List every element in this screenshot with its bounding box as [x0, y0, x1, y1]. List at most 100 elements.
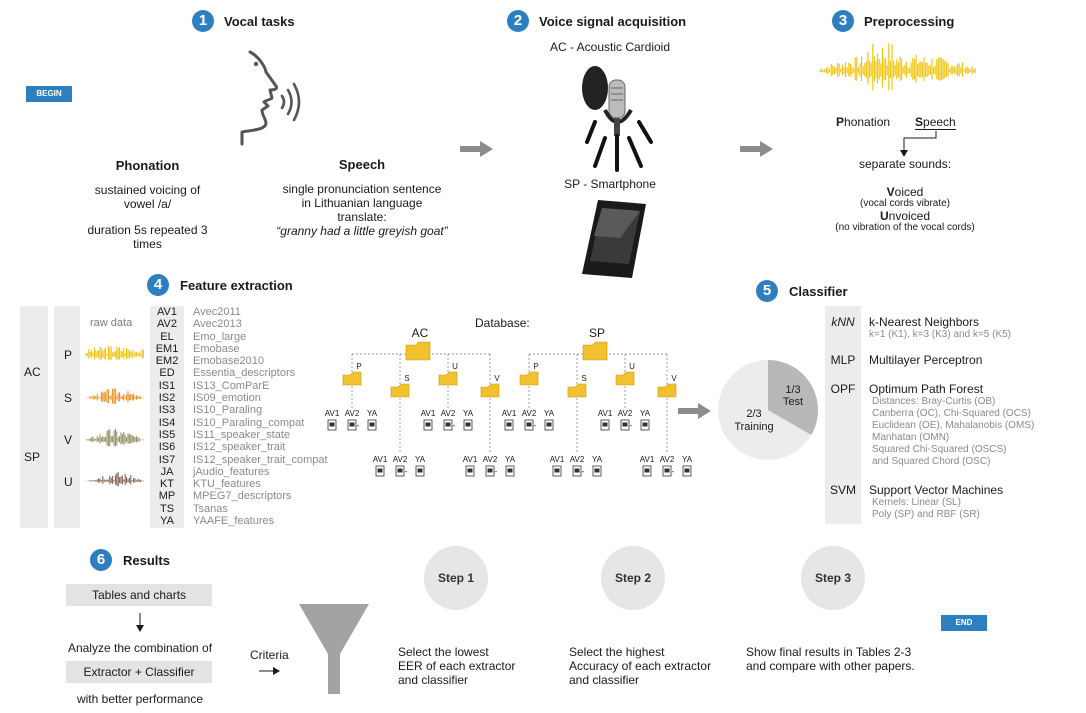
section-2-title: Voice signal acquisition: [539, 14, 687, 29]
criteria-label: Criteria: [250, 648, 289, 662]
file-label: AV2: [570, 455, 585, 464]
unvoiced-initial: U: [879, 209, 889, 223]
file-label: AV1: [421, 409, 436, 418]
phonation-rest: honation: [844, 115, 891, 129]
file-icon: [642, 465, 652, 477]
file-icon: [682, 465, 692, 477]
knn-name: k-Nearest Neighbors: [869, 315, 980, 329]
feature-name: IS12_speaker_trait_compat: [193, 453, 328, 466]
feature-name: KTU_features: [193, 478, 261, 491]
feature-name: IS10_Paraling_compat: [193, 416, 305, 429]
file-icon: [640, 419, 650, 431]
feature-name: Emobase: [193, 342, 240, 355]
step-3-line-1: Show final results in Tables 2-3: [746, 645, 912, 659]
file-label: YA: [505, 455, 516, 464]
voiced-initial: V: [886, 185, 895, 199]
folder-label: V: [671, 374, 677, 383]
feature-name: Emobase2010: [193, 355, 264, 368]
file-label: AV1: [550, 455, 565, 464]
feature-code: IS2: [158, 392, 176, 405]
training-fraction: 2/3: [746, 408, 762, 420]
sound-folder: [390, 383, 410, 398]
feature-code: EL: [160, 330, 174, 343]
file-separator: -: [630, 421, 633, 430]
mlp-code: MLP: [830, 353, 856, 367]
file-icon: [504, 419, 514, 431]
feature-name: MPEG7_descriptors: [193, 490, 292, 503]
file-label: AV2: [522, 409, 537, 418]
arrow-right-icon: [460, 141, 493, 157]
feature-code: AV1: [157, 306, 177, 318]
feature-code: AV2: [157, 318, 177, 331]
feature-code: IS4: [158, 416, 176, 429]
folder-label: P: [533, 362, 538, 371]
folder-label: V: [494, 374, 500, 383]
classifier-detail: Squared Chi-Squared (OSCS): [872, 444, 1007, 455]
file-icon: [544, 419, 554, 431]
file-separator: -: [357, 421, 360, 430]
classifier-detail: Poly (SP) and RBF (SR): [872, 509, 980, 520]
step-3-line-2: and compare with other papers.: [746, 659, 915, 673]
database-root-label: SP: [589, 326, 605, 340]
file-separator: -: [405, 467, 408, 476]
feature-code: ED: [159, 367, 175, 380]
mlp-name: Multilayer Perceptron: [869, 353, 983, 367]
file-label: AV1: [463, 455, 478, 464]
smartphone-icon: [582, 200, 646, 278]
feature-code: IS7: [158, 453, 176, 466]
sound-folder: [657, 383, 677, 398]
sound-v: V: [64, 433, 73, 447]
feature-code: MP: [158, 490, 176, 503]
training-label: 2/3 Training: [726, 408, 782, 434]
svm-code: SVM: [829, 483, 856, 497]
feature-code: TS: [159, 502, 175, 515]
unvoiced-note: (no vibration of the vocal cords): [835, 222, 975, 233]
section-3-number: 3: [832, 10, 854, 32]
svm-block: Support Vector Machines Kernels: Linear …: [869, 483, 1003, 521]
sound-u: U: [64, 475, 73, 489]
test-label: 1/3 Test: [776, 384, 810, 408]
feature-name: jAudio_features: [193, 465, 270, 478]
voiced-note: (vocal cords vibrate): [859, 198, 951, 209]
file-label: AV2: [345, 409, 360, 418]
svm-kernels: Kernels: Linear (SL)Poly (SP) and RBF (S…: [872, 497, 1003, 521]
feature-code: IS3: [158, 404, 176, 417]
step-1-line-1: Select the lowest: [398, 645, 489, 659]
opf-name: Optimum Path Forest: [869, 382, 984, 396]
file-label: AV2: [393, 455, 408, 464]
knn-code: kNN: [831, 315, 855, 329]
waveform-icon: [819, 43, 976, 91]
section-4-number: 4: [147, 274, 169, 296]
file-icon: [662, 465, 672, 477]
file-label: YA: [544, 409, 555, 418]
file-icon: [600, 419, 610, 431]
classifier-code-panel: [825, 306, 861, 524]
feature-code: JA: [160, 465, 174, 478]
knn-sub: k=1 (K1), k=3 (K3) and k=5 (K5): [869, 329, 1012, 340]
ac-label: AC - Acoustic Cardioid: [549, 40, 671, 54]
file-icon: [485, 465, 495, 477]
file-icon: [375, 465, 385, 477]
folder-label: S: [581, 374, 586, 383]
feature-name: YAAFE_features: [193, 515, 275, 528]
file-label: AV1: [325, 409, 340, 418]
device-ac: AC: [24, 365, 41, 379]
feature-name: IS09_emotion: [193, 392, 261, 405]
file-icon: [327, 419, 337, 431]
training-text: Training: [734, 421, 774, 433]
tables-charts-box: Tables and charts: [66, 584, 212, 606]
step-1-circle: Step 1: [424, 546, 488, 610]
phonation-initial: P: [836, 115, 845, 129]
feature-name: IS12_speaker_trait: [193, 441, 286, 454]
file-label: AV1: [640, 455, 655, 464]
section-3-title: Preprocessing: [864, 14, 955, 29]
speech-line-2: in Lithuanian language: [301, 196, 423, 210]
classifier-detail: Euclidean (OE), Mahalanobis (OMS): [872, 420, 1035, 431]
device-sp: SP: [24, 450, 41, 464]
database-label: Database:: [475, 316, 530, 330]
arrow-right-icon: [740, 141, 773, 157]
step-2-text: Select the highest Accuracy of each extr…: [569, 645, 711, 687]
unvoiced-rest: nvoiced: [888, 209, 931, 223]
